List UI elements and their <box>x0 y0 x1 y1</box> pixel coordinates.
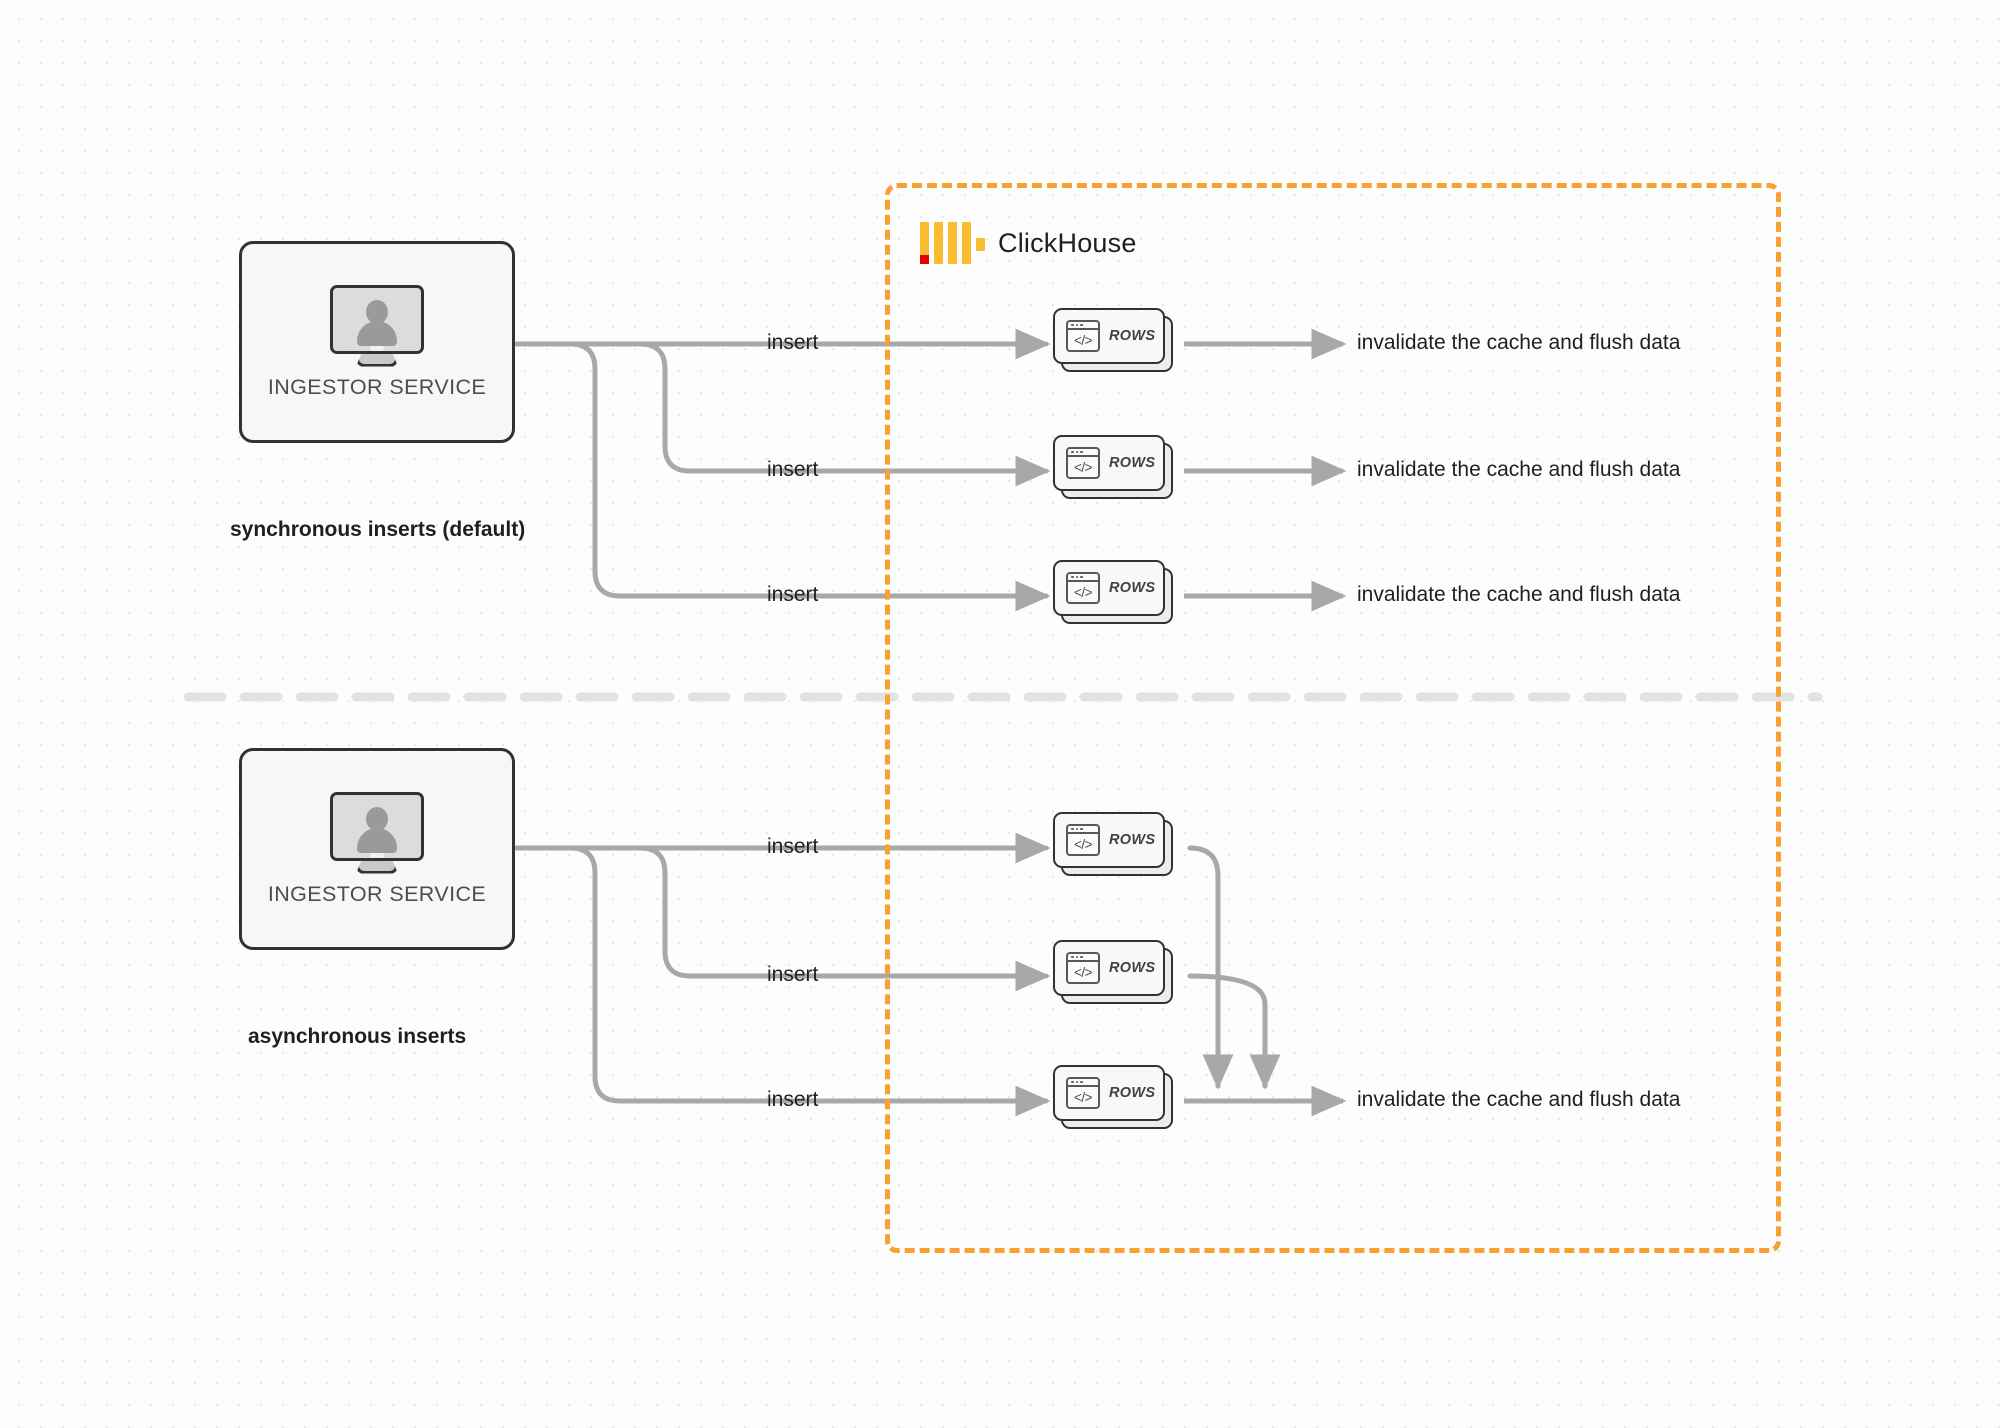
flush-label-sync-3: invalidate the cache and flush data <box>1357 583 1681 606</box>
insert-label-sync-2: insert <box>767 458 819 481</box>
insert-label-async-1: insert <box>767 835 819 858</box>
rows-node-label: ROWS <box>1109 455 1156 471</box>
rows-node-async-3[interactable]: </> ROWS <box>1053 1065 1173 1129</box>
code-glyph: </> <box>1073 585 1093 600</box>
insert-label-sync-3: insert <box>767 583 819 606</box>
rows-node-label: ROWS <box>1109 832 1156 848</box>
clickhouse-logo-icon <box>920 222 985 264</box>
code-glyph: </> <box>1073 1090 1093 1105</box>
ingestor-service-label-sync: INGESTOR SERVICE <box>267 374 487 399</box>
ingestor-service-sync[interactable]: INGESTOR SERVICE <box>239 241 515 443</box>
rows-card-front: </> ROWS <box>1053 308 1165 364</box>
ingestor-service-async[interactable]: INGESTOR SERVICE <box>239 748 515 950</box>
desktop-user-icon <box>330 791 424 874</box>
code-window-icon: </> <box>1066 572 1100 604</box>
insert-label-async-2: insert <box>767 963 819 986</box>
code-glyph: </> <box>1073 460 1093 475</box>
rows-card-front: </> ROWS <box>1053 1065 1165 1121</box>
code-glyph: </> <box>1073 333 1093 348</box>
rows-card-front: </> ROWS <box>1053 560 1165 616</box>
code-glyph: </> <box>1073 837 1093 852</box>
rows-node-label: ROWS <box>1109 328 1156 344</box>
flush-label-sync-1: invalidate the cache and flush data <box>1357 331 1681 354</box>
desktop-user-icon <box>330 284 424 367</box>
rows-card-front: </> ROWS <box>1053 812 1165 868</box>
rows-node-label: ROWS <box>1109 960 1156 976</box>
flush-label-sync-2: invalidate the cache and flush data <box>1357 458 1681 481</box>
section-caption-synchronous: synchronous inserts (default) <box>230 518 526 541</box>
insert-label-sync-1: insert <box>767 331 819 354</box>
ingestor-service-label-async: INGESTOR SERVICE <box>267 881 487 906</box>
code-window-icon: </> <box>1066 447 1100 479</box>
flush-label-async-merged: invalidate the cache and flush data <box>1357 1088 1681 1111</box>
rows-node-label: ROWS <box>1109 580 1156 596</box>
insert-label-async-3: insert <box>767 1088 819 1111</box>
rows-node-sync-1[interactable]: </> ROWS <box>1053 308 1173 372</box>
rows-node-async-2[interactable]: </> ROWS <box>1053 940 1173 1004</box>
code-glyph: </> <box>1073 965 1093 980</box>
clickhouse-container <box>885 183 1781 1253</box>
rows-node-label: ROWS <box>1109 1085 1156 1101</box>
rows-card-front: </> ROWS <box>1053 940 1165 996</box>
rows-node-sync-3[interactable]: </> ROWS <box>1053 560 1173 624</box>
code-window-icon: </> <box>1066 824 1100 856</box>
rows-card-front: </> ROWS <box>1053 435 1165 491</box>
clickhouse-brand-label: ClickHouse <box>998 227 1137 258</box>
rows-node-async-1[interactable]: </> ROWS <box>1053 812 1173 876</box>
section-caption-asynchronous: asynchronous inserts <box>248 1025 467 1048</box>
code-window-icon: </> <box>1066 320 1100 352</box>
rows-node-sync-2[interactable]: </> ROWS <box>1053 435 1173 499</box>
clickhouse-brand: ClickHouse <box>920 222 1137 264</box>
code-window-icon: </> <box>1066 1077 1100 1109</box>
code-window-icon: </> <box>1066 952 1100 984</box>
